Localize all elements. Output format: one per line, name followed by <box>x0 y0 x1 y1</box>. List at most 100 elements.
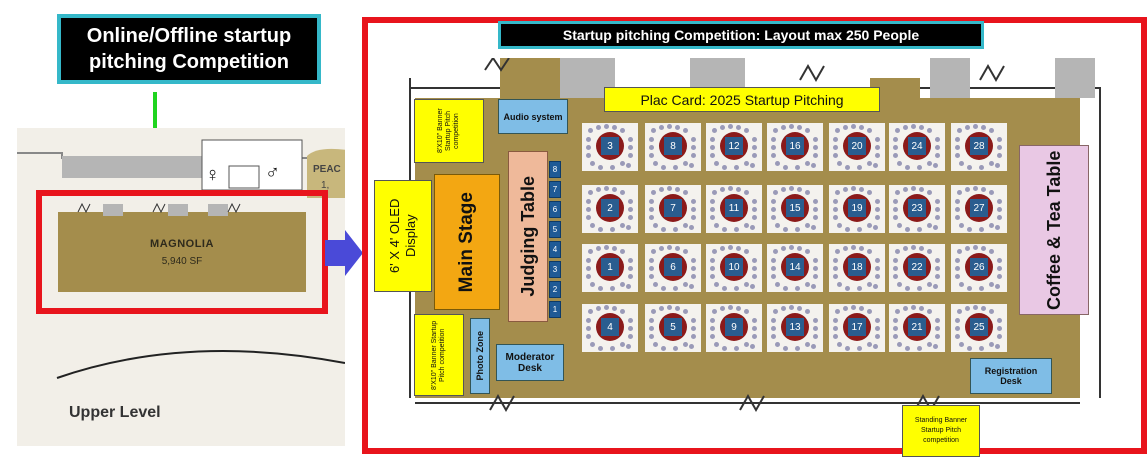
chair-icon <box>598 286 603 291</box>
chair-icon <box>935 326 940 331</box>
table-number: 22 <box>908 258 926 276</box>
chair-icon <box>981 125 986 130</box>
table-number: 7 <box>664 199 682 217</box>
round-table: 16 <box>767 123 823 171</box>
chair-icon <box>833 207 838 212</box>
chair-icon <box>965 246 970 251</box>
table-number: 24 <box>908 137 926 155</box>
banner-top: 8'X10" Banner Startup Pitch competition <box>414 99 484 163</box>
chair-icon <box>586 274 591 279</box>
chair-icon <box>710 318 715 323</box>
chair-icon <box>691 266 696 271</box>
chair-icon <box>771 334 776 339</box>
chair-icon <box>833 215 838 220</box>
chair-icon <box>588 249 593 254</box>
chair-icon <box>837 161 842 166</box>
chair-icon <box>859 125 864 130</box>
registration-desk: Registration Desk <box>970 358 1052 394</box>
chair-icon <box>811 225 816 230</box>
chair-icon <box>752 137 757 142</box>
chair-icon <box>620 282 625 287</box>
magnolia-room: MAGNOLIA 5,940 SF <box>58 212 306 292</box>
chair-icon <box>620 128 625 133</box>
banner-top-text: 8'X10" Banner Startup Pitch competition <box>437 108 460 154</box>
chair-icon <box>752 207 757 212</box>
chair-icon <box>997 318 1002 323</box>
chair-icon <box>673 346 678 351</box>
chair-icon <box>720 187 725 192</box>
chair-icon <box>813 153 818 158</box>
chair-icon <box>610 346 615 351</box>
chair-icon <box>744 190 749 195</box>
chair-icon <box>649 215 654 220</box>
chair-icon <box>927 161 932 166</box>
chair-icon <box>795 227 800 232</box>
chair-icon <box>775 223 780 228</box>
chair-icon <box>805 282 810 287</box>
competition-callout: Online/Offline startup pitching Competit… <box>57 14 321 84</box>
chair-icon <box>981 246 986 251</box>
chair-icon <box>628 137 633 142</box>
chair-icon <box>771 258 776 263</box>
chair-icon <box>752 258 757 263</box>
chair-icon <box>683 161 688 166</box>
chair-icon <box>851 124 856 129</box>
banner-bottom-text: 8'X10" Banner Startup Pitch competition <box>431 320 446 390</box>
chair-icon <box>659 187 664 192</box>
chair-icon <box>612 246 617 251</box>
chair-icon <box>797 246 802 251</box>
chair-icon <box>691 199 696 204</box>
chair-icon <box>586 258 591 263</box>
chair-icon <box>843 187 848 192</box>
chair-icon <box>797 125 802 130</box>
chair-icon <box>675 187 680 192</box>
chair-icon <box>673 227 678 232</box>
callout-line-1: Online/Offline startup <box>86 25 292 47</box>
chair-icon <box>873 163 878 168</box>
table-number: 1 <box>601 258 619 276</box>
adjacent-room-label: PEAC <box>313 164 341 175</box>
chair-icon <box>714 342 719 347</box>
chair-icon <box>995 163 1000 168</box>
chair-icon <box>689 163 694 168</box>
round-table: 24 <box>889 123 945 171</box>
chair-icon <box>833 334 838 339</box>
judging-slot: 5 <box>549 221 561 238</box>
chair-icon <box>628 266 633 271</box>
chair-icon <box>911 305 916 310</box>
chair-icon <box>917 346 922 351</box>
chair-icon <box>835 249 840 254</box>
chair-icon <box>728 245 733 250</box>
chair-icon <box>781 187 786 192</box>
chair-icon <box>903 306 908 311</box>
chair-icon <box>752 318 757 323</box>
round-table: 9 <box>706 304 762 352</box>
chair-icon <box>843 306 848 311</box>
chair-icon <box>590 342 595 347</box>
chair-icon <box>691 137 696 142</box>
chair-icon <box>689 225 694 230</box>
chair-icon <box>586 199 591 204</box>
chair-icon <box>712 249 717 254</box>
chair-icon <box>667 124 672 129</box>
chair-icon <box>710 326 715 331</box>
chair-icon <box>710 274 715 279</box>
chair-icon <box>805 223 810 228</box>
chair-icon <box>917 165 922 170</box>
chair-icon <box>965 306 970 311</box>
chair-icon <box>905 165 910 170</box>
adjacent-room-sub: 1, <box>321 180 330 191</box>
chair-icon <box>691 318 696 323</box>
chair-icon <box>691 207 696 212</box>
judging-slot: 8 <box>549 161 561 178</box>
chair-icon <box>781 246 786 251</box>
chair-icon <box>752 266 757 271</box>
chair-icon <box>771 215 776 220</box>
judging-slot: 6 <box>549 201 561 218</box>
chair-icon <box>720 125 725 130</box>
chair-icon <box>714 282 719 287</box>
chair-icon <box>935 153 940 158</box>
table-number: 16 <box>786 137 804 155</box>
chair-icon <box>744 309 749 314</box>
chair-icon <box>750 284 755 289</box>
